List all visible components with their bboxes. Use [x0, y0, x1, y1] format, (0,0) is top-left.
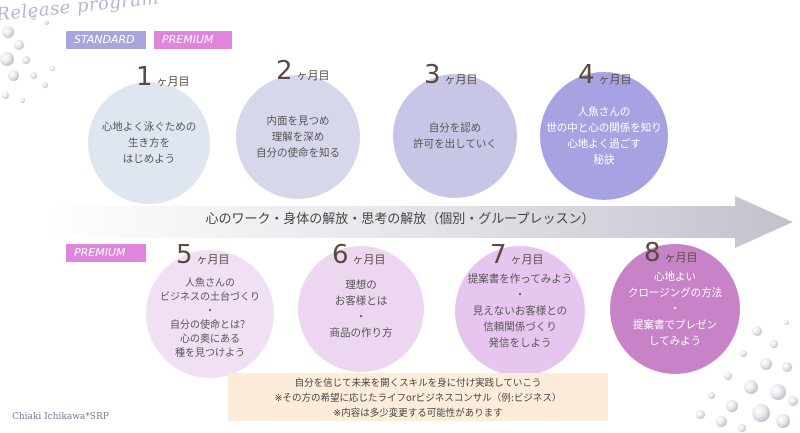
pearl-decoration — [50, 66, 55, 71]
month-2-unit: ヶ月目 — [296, 69, 330, 82]
pearl-decoration — [8, 70, 19, 81]
note-line-3: ※内容は多少変更する可能性があります — [333, 408, 503, 419]
pearl-decoration — [696, 410, 705, 419]
month-3-text: 自分を認め 許可を出していく — [413, 122, 497, 150]
month-1-unit: ヶ月目 — [156, 75, 190, 88]
month-1-circle: 心地よく泳ぐための 生き方を はじめよう — [88, 82, 210, 204]
pearl-decoration — [752, 326, 762, 336]
month-4-unit: ヶ月目 — [598, 73, 632, 86]
timeline-arrow — [45, 196, 793, 248]
premium-tag: PREMIUM — [154, 31, 232, 49]
pearl-decoration — [738, 424, 746, 432]
note-line-1: 自分を信じて未来を開くスキルを身に付け実践していこう — [294, 378, 542, 389]
month-1-number: 1 — [136, 62, 153, 92]
pearl-decoration — [14, 40, 24, 50]
pearl-decoration — [782, 362, 792, 372]
pearl-decoration — [776, 414, 790, 428]
pearl-decoration — [708, 392, 715, 399]
notes-box: 自分を信じて未来を開くスキルを身に付け実践していこう ※その方の希望に応じたライ… — [228, 373, 608, 421]
pearl-decoration — [0, 52, 14, 66]
pearl-decoration — [20, 98, 25, 103]
standard-tag: STANDARD — [66, 31, 146, 49]
pearl-decoration — [44, 20, 49, 25]
pearl-decoration — [770, 340, 778, 348]
month-6-circle: 理想の お客様とは ・ 商品の作り方 — [298, 246, 424, 372]
premium-tag-lower: PREMIUM — [66, 244, 146, 262]
month-5-number: 5 — [176, 240, 193, 270]
month-7-circle: 提案書を作ってみよう ・ 見えないお客様との 信頼関係づくり 発信をしよう — [455, 246, 585, 376]
pearl-decoration — [2, 92, 9, 99]
pearl-decoration — [740, 350, 747, 357]
month-8-text: 心地よい クロージングの方法 ・ 提案書でプレゼン してみよう — [627, 271, 723, 347]
month-6-number: 6 — [332, 240, 349, 270]
pearl-decoration — [726, 400, 738, 412]
pearl-decoration — [716, 416, 727, 427]
program-script-title: Release program — [0, 0, 161, 26]
month-4-number: 4 — [578, 60, 595, 90]
pearl-decoration — [22, 56, 30, 64]
month-6-unit: ヶ月目 — [352, 253, 386, 266]
month-7-unit: ヶ月目 — [510, 253, 544, 266]
month-3-number: 3 — [424, 60, 441, 90]
pearl-decoration — [2, 26, 14, 38]
pearl-decoration — [788, 396, 798, 406]
month-5-text: 人魚さんの ビジネスの土台づくり ・ 自分の使命とは？ 心の奥にある 種を見つけ… — [160, 278, 260, 359]
pearl-decoration — [744, 380, 758, 394]
pearl-decoration — [752, 404, 770, 422]
note-line-2: ※その方の希望に応じたライフorビジネスコンサル（例:ビジネス） — [274, 393, 562, 404]
pearl-decoration — [30, 14, 36, 20]
pearl-decoration — [784, 320, 789, 325]
month-7-number: 7 — [490, 240, 507, 270]
pearl-decoration — [760, 358, 772, 370]
month-5-unit: ヶ月目 — [196, 253, 230, 266]
month-8-number: 8 — [644, 238, 661, 268]
month-1-text: 心地よく泳ぐための 生き方を はじめよう — [101, 121, 197, 165]
month-6-text: 理想の お客様とは ・ 商品の作り方 — [329, 279, 393, 339]
month-2-circle: 内面を見つめ 理解を深め 自分の使命を知る — [236, 75, 360, 199]
pearl-decoration — [770, 384, 786, 400]
month-4-text: 人魚さんの 世の中と心の関係を知り 心地よく過ごす 秘訣 — [546, 106, 662, 166]
month-2-text: 内面を見つめ 理解を深め 自分の使命を知る — [256, 115, 340, 159]
month-3-circle: 自分を認め 許可を出していく — [393, 74, 517, 198]
month-5-circle: 人魚さんの ビジネスの土台づくり ・ 自分の使命とは？ 心の奥にある 種を見つけ… — [146, 250, 274, 378]
month-8-unit: ヶ月目 — [664, 251, 698, 264]
month-2-number: 2 — [276, 56, 293, 86]
author-credit: Chiaki Ichikawa*SRP — [12, 412, 109, 422]
month-7-text: 提案書を作ってみよう ・ 見えないお客様との 信頼関係づくり 発信をしよう — [467, 273, 573, 349]
timeline-band-text: 心のワーク・身体の解放・思考の解放（個別・グループレッスン） — [205, 212, 595, 227]
pearl-decoration — [30, 72, 37, 79]
month-4-circle: 人魚さんの 世の中と心の関係を知り 心地よく過ごす 秘訣 — [540, 72, 668, 200]
month-8-circle: 心地よい クロージングの方法 ・ 提案書でプレゼン してみよう — [610, 244, 740, 374]
month-3-unit: ヶ月目 — [444, 73, 478, 86]
pearl-decoration — [724, 372, 732, 380]
pearl-decoration — [42, 82, 48, 88]
